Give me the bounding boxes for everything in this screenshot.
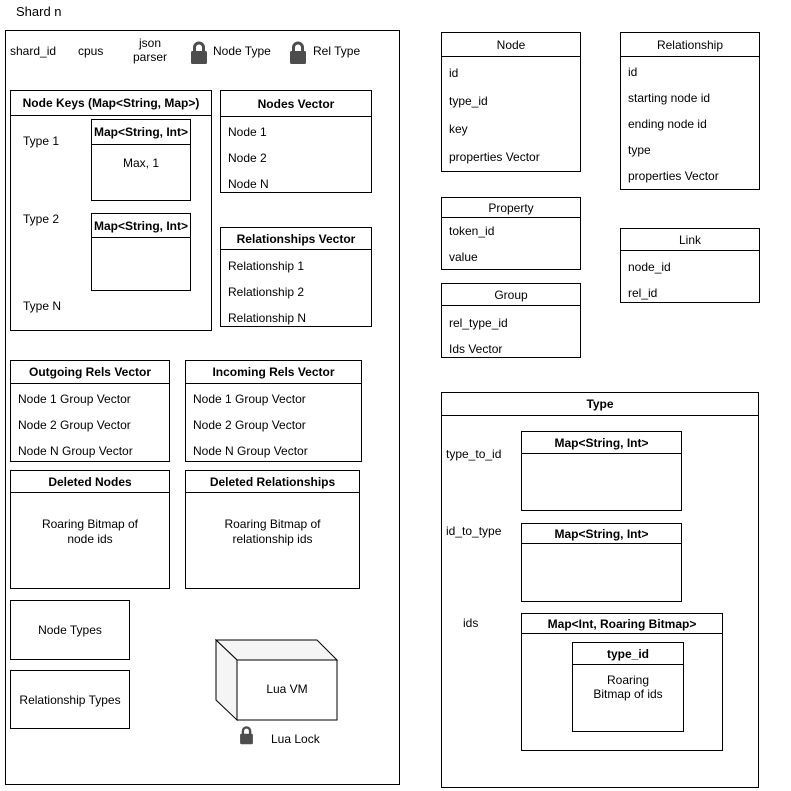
- link-record-title: Link: [621, 229, 759, 251]
- node-record-title: Node: [442, 33, 580, 57]
- list-item: Node N Group Vector: [193, 444, 308, 458]
- field-label: rel_id: [628, 286, 658, 300]
- list-item: Node 2 Group Vector: [18, 418, 131, 432]
- field-label: Ids Vector: [449, 342, 503, 356]
- nodes-vector-title: Nodes Vector: [221, 91, 371, 117]
- relationship-types-box: Relationship Types: [10, 670, 130, 729]
- field-label: properties Vector: [449, 150, 540, 164]
- field-label: rel_type_id: [449, 316, 508, 330]
- type-to-id-map-title: Map<String, Int>: [522, 432, 681, 454]
- rel-type-label: Rel Type: [313, 44, 361, 58]
- list-item: Relationship 1: [228, 259, 305, 273]
- node-keys-type1-label: Type 1: [23, 134, 60, 148]
- outgoing-rels-title: Outgoing Rels Vector: [11, 361, 169, 384]
- field-label: starting node id: [628, 91, 711, 105]
- outgoing-rels-box: Outgoing Rels Vector Node 1 Group Vector…: [10, 360, 170, 462]
- list-item: Node N: [228, 177, 269, 191]
- field-label: id: [628, 65, 638, 79]
- node-type-lock-icon: [190, 40, 208, 65]
- field-label: value: [449, 250, 478, 264]
- cpus-label: cpus: [78, 44, 104, 58]
- field-label: properties Vector: [628, 169, 719, 183]
- rel-type-lock-icon: [289, 40, 307, 65]
- node-types-box: Node Types: [10, 600, 130, 660]
- relationship-record-title: Relationship: [621, 33, 759, 57]
- field-label: node_id: [628, 260, 671, 274]
- field-label: type_id: [449, 94, 488, 108]
- list-item: Node 1 Group Vector: [193, 392, 306, 406]
- node-keys-map2-box: Map<String, Int>: [91, 213, 191, 291]
- deleted-relationships-box: Deleted Relationships Roaring Bitmap of …: [185, 470, 360, 589]
- id-to-type-map-title: Map<String, Int>: [522, 524, 681, 544]
- field-label: id: [449, 66, 459, 80]
- deleted-relationships-body: Roaring Bitmap of relationship ids: [224, 517, 321, 546]
- property-record-title: Property: [442, 198, 580, 218]
- lua-vm-label: Lua VM: [266, 682, 308, 696]
- list-item: Node 1 Group Vector: [18, 392, 131, 406]
- ids-map-title: Map<Int, Roaring Bitmap>: [522, 614, 722, 634]
- incoming-rels-title: Incoming Rels Vector: [186, 361, 361, 384]
- id-to-type-map-box: Map<String, Int>: [521, 523, 682, 602]
- list-item: Relationship N: [228, 311, 307, 325]
- deleted-nodes-box: Deleted Nodes Roaring Bitmap of node ids: [10, 470, 170, 589]
- node-keys-map1-title: Map<String, Int>: [92, 120, 190, 145]
- field-label: ending node id: [628, 117, 707, 131]
- lua-lock-label: Lua Lock: [271, 732, 320, 746]
- shard-title: Shard n: [16, 4, 62, 19]
- node-keys-map1-box: Map<String, Int> Max, 1: [91, 119, 191, 201]
- node-keys-type2-label: Type 2: [23, 212, 60, 226]
- shard-id-label: shard_id: [10, 44, 57, 58]
- relationships-vector-title: Relationships Vector: [221, 228, 371, 250]
- list-item: Node 1: [228, 125, 267, 139]
- property-record-box: Property token_id value: [441, 197, 581, 270]
- id-to-type-label: id_to_type: [446, 524, 502, 538]
- type-id-body: Roaring Bitmap of ids: [593, 673, 663, 701]
- relationships-vector-box: Relationships Vector Relationship 1 Rela…: [220, 227, 372, 327]
- type-box: Type type_to_id Map<String, Int> id_to_t…: [441, 392, 759, 788]
- deleted-nodes-title: Deleted Nodes: [11, 471, 169, 493]
- list-item: Node N Group Vector: [18, 444, 133, 458]
- list-item: Node 2: [228, 151, 267, 165]
- lua-lock-icon: [239, 725, 254, 745]
- type-id-title: type_id: [573, 643, 683, 665]
- node-keys-box: Node Keys (Map<String, Map>) Type 1 Map<…: [10, 90, 212, 331]
- json-parser-label: json parser: [132, 36, 167, 64]
- group-record-title: Group: [442, 284, 580, 306]
- type-to-id-map-box: Map<String, Int>: [521, 431, 682, 511]
- deleted-nodes-body: Roaring Bitmap of node ids: [41, 517, 139, 546]
- node-keys-title: Node Keys (Map<String, Map>): [11, 91, 211, 116]
- link-record-box: Link node_id rel_id: [620, 228, 760, 303]
- ids-map-box: Map<Int, Roaring Bitmap> type_id Roaring…: [521, 613, 723, 751]
- deleted-relationships-title: Deleted Relationships: [186, 471, 359, 493]
- list-item: Node 2 Group Vector: [193, 418, 306, 432]
- field-label: type: [628, 143, 651, 157]
- list-item: Relationship 2: [228, 285, 305, 299]
- ids-label: ids: [463, 616, 479, 630]
- node-keys-typeN-label: Type N: [23, 299, 62, 313]
- type-title: Type: [442, 393, 758, 416]
- nodes-vector-box: Nodes Vector Node 1 Node 2 Node N: [220, 90, 372, 193]
- node-keys-map1-value: Max, 1: [122, 156, 159, 170]
- field-label: key: [449, 122, 468, 136]
- lua-vm-cube: [215, 638, 339, 722]
- incoming-rels-box: Incoming Rels Vector Node 1 Group Vector…: [185, 360, 362, 462]
- field-label: token_id: [449, 224, 495, 238]
- group-record-box: Group rel_type_id Ids Vector: [441, 283, 581, 358]
- node-keys-map2-title: Map<String, Int>: [92, 214, 190, 238]
- relationship-record-box: Relationship id starting node id ending …: [620, 32, 760, 190]
- type-id-box: type_id Roaring Bitmap of ids: [572, 642, 684, 732]
- type-to-id-label: type_to_id: [446, 447, 502, 461]
- node-record-box: Node id type_id key properties Vector: [441, 32, 581, 172]
- node-type-label: Node Type: [213, 44, 271, 58]
